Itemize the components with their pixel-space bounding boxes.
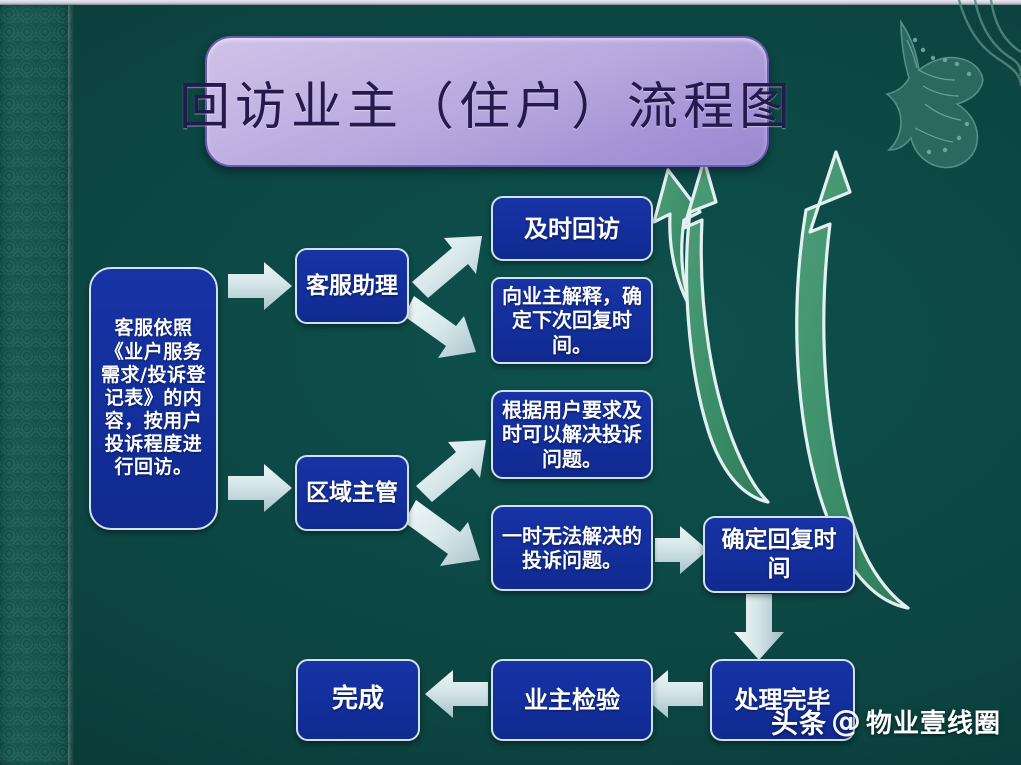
curved-arrow-middle bbox=[682, 158, 770, 504]
node-assistant-label: 客服助理 bbox=[306, 271, 398, 299]
arrow-supervisor-to-unresolvable bbox=[404, 500, 480, 566]
node-handled[interactable]: 处理完毕 bbox=[710, 659, 855, 741]
watermark: 头条 @ 物业壹线圈 bbox=[771, 702, 1001, 741]
node-finish[interactable]: 完成 bbox=[296, 659, 420, 741]
arrow-supervisor-to-resolvable bbox=[416, 440, 486, 502]
phoenix-ornament-icon bbox=[885, 0, 1021, 169]
node-explain-owner-label: 向业主解释，确定下次回复时间。 bbox=[502, 283, 642, 357]
curved-arrow-outer bbox=[795, 150, 910, 610]
arrow-start-to-supervisor bbox=[228, 464, 292, 512]
node-confirm-time-label: 确定回复时间 bbox=[721, 526, 837, 582]
node-unresolvable[interactable]: 一时无法解决的投诉问题。 bbox=[491, 505, 653, 591]
arrow-handled-to-check bbox=[640, 670, 703, 718]
arrow-confirm-to-handled bbox=[734, 594, 784, 660]
node-confirm-time[interactable]: 确定回复时间 bbox=[703, 516, 855, 593]
node-timely-visit-label: 及时回访 bbox=[524, 213, 620, 243]
node-owner-check[interactable]: 业主检验 bbox=[491, 659, 653, 741]
node-resolvable[interactable]: 根据用户要求及时可以解决投诉问题。 bbox=[491, 390, 653, 479]
node-supervisor-label: 区域主管 bbox=[306, 478, 398, 506]
arrow-assistant-to-timely bbox=[412, 236, 482, 298]
watermark-handle: 物业壹线圈 bbox=[866, 709, 1002, 739]
node-finish-label: 完成 bbox=[331, 684, 384, 715]
curved-return-arrows bbox=[652, 150, 910, 610]
node-handled-label: 处理完毕 bbox=[734, 685, 831, 715]
watermark-brand: 头条 bbox=[771, 709, 827, 740]
arrow-assistant-to-explain bbox=[404, 296, 476, 358]
slide-top-strip bbox=[0, 0, 1021, 5]
arrow-check-to-finish bbox=[425, 670, 488, 718]
node-explain-owner[interactable]: 向业主解释，确定下次回复时间。 bbox=[491, 277, 653, 364]
node-unresolvable-label: 一时无法解决的投诉问题。 bbox=[502, 523, 642, 572]
slide-title-box: 回访业主（住户）流程图 bbox=[179, 36, 790, 167]
node-assistant[interactable]: 客服助理 bbox=[295, 248, 409, 324]
decorative-band-edge bbox=[68, 5, 74, 765]
arrow-start-to-assistant bbox=[228, 262, 292, 310]
node-supervisor[interactable]: 区域主管 bbox=[295, 455, 409, 531]
decorative-left-band bbox=[0, 5, 72, 765]
arrow-unresolvable-to-confirm bbox=[655, 526, 708, 574]
node-start-label: 客服依照《业户服务需求/投诉登记表》的内容，按用户投诉程度进行回访。 bbox=[101, 317, 206, 479]
node-resolvable-label: 根据用户要求及时可以解决投诉问题。 bbox=[502, 397, 642, 471]
node-start[interactable]: 客服依照《业户服务需求/投诉登记表》的内容，按用户投诉程度进行回访。 bbox=[89, 267, 218, 530]
page-title: 回访业主（住户）流程图 bbox=[179, 77, 796, 137]
node-timely-visit[interactable]: 及时回访 bbox=[491, 196, 653, 261]
watermark-at-symbol: @ bbox=[831, 704, 862, 739]
flow-arrows-layer bbox=[228, 236, 784, 718]
node-owner-check-label: 业主检验 bbox=[524, 685, 620, 715]
